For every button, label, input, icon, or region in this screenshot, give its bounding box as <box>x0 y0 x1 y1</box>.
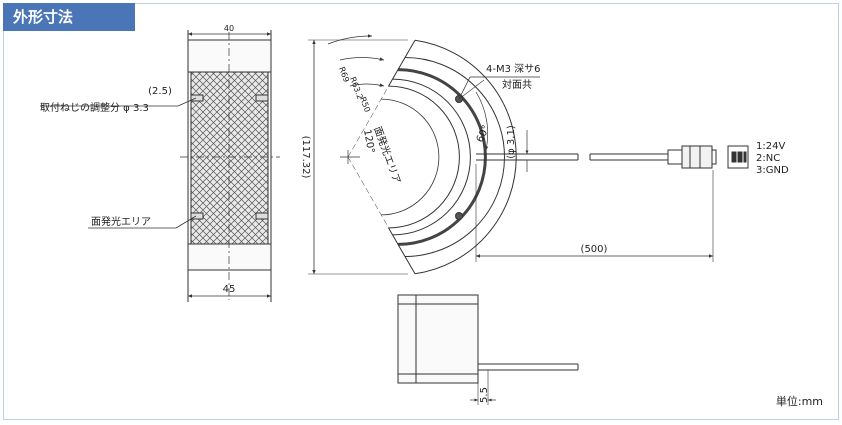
label-adjust-screw: 取付ねじの調整分 φ 3.3 <box>40 101 149 114</box>
dim-r-inner: R50 <box>358 96 372 114</box>
unit-label: 単位:mm <box>776 394 823 408</box>
label-screw-spec-2: 対面共 <box>502 78 532 91</box>
dim-offset: (2.5) <box>148 86 172 97</box>
label-emitting-area-arc: 面発光エリア <box>371 125 404 186</box>
label-emitting-area-left: 面発光エリア <box>91 215 151 228</box>
section-title: 外形寸法 <box>3 3 135 31</box>
pin-2: 2:NC <box>756 153 780 164</box>
arc-view <box>308 34 540 275</box>
dim-depth: 5.5 <box>479 387 490 403</box>
dim-angle-120: 120° <box>361 129 376 155</box>
label-screw-spec-1: 4-M3 深サ6 <box>486 63 541 75</box>
dim-width-top: 40 <box>224 24 234 33</box>
side-view <box>397 294 579 405</box>
cable <box>475 130 749 262</box>
dim-width-bottom: 45 <box>223 284 236 295</box>
dim-r-outer: R69 <box>337 66 351 84</box>
pin-1: 1:24V <box>756 141 785 152</box>
dim-cable-dia: (φ 3.1) <box>506 125 517 159</box>
dim-cable-length: (500) <box>581 244 608 255</box>
front-view <box>40 30 280 302</box>
dim-angle-60: 60° <box>475 124 492 145</box>
dim-height-total: (117.32) <box>300 136 311 179</box>
pin-3: 3:GND <box>756 165 789 176</box>
